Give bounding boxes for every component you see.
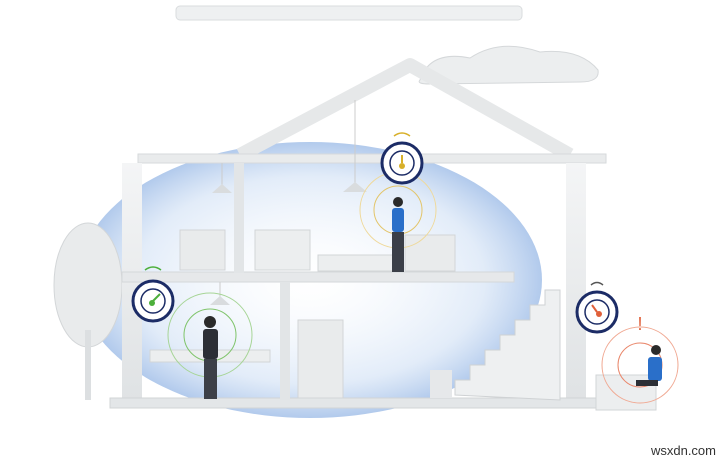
floor-ground (109, 397, 601, 409)
ceiling-plank (175, 5, 523, 21)
tree-icon (53, 222, 123, 348)
gauge-upstairs-icon (380, 132, 424, 185)
alert-icon: ! (637, 314, 642, 334)
staircase (454, 289, 561, 401)
left-wall (122, 163, 142, 403)
watermark-text: wsxdn.com (650, 443, 716, 458)
floor-upper (121, 271, 515, 283)
person-patio: ! (636, 314, 662, 386)
roof (236, 58, 574, 162)
person-upstairs (392, 197, 404, 272)
gauge-downstairs-icon (131, 266, 175, 323)
person-downstairs (203, 316, 218, 399)
gauge-patio-icon (575, 281, 619, 334)
